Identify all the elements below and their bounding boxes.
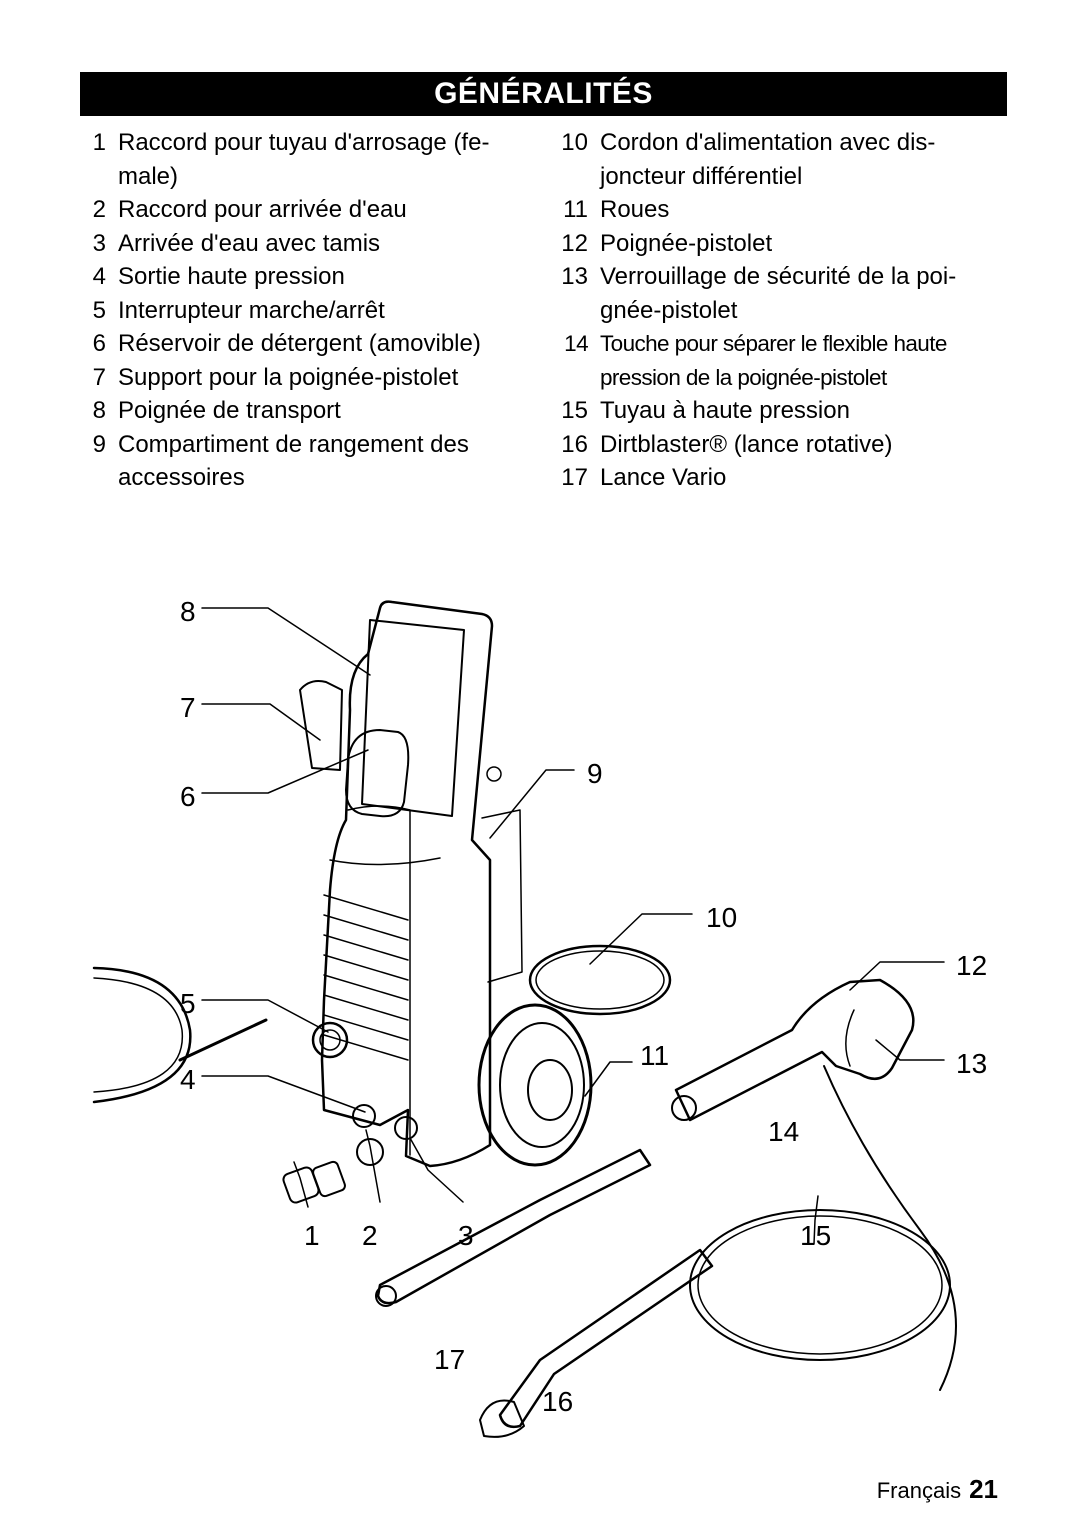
item-number: 4 bbox=[92, 263, 106, 290]
item-text: Interrupteur marche/arrêt bbox=[118, 296, 385, 324]
list-item: 5 Interrupteur marche/arrêt bbox=[80, 294, 520, 328]
item-text: Cordon d'alimentation avec dis-joncteur … bbox=[600, 129, 936, 190]
leader-lines bbox=[201, 607, 945, 1245]
item-text: Arrivée d'eau avec tamis bbox=[118, 229, 381, 257]
label-13: 13 bbox=[956, 1048, 988, 1079]
label-1: 1 bbox=[304, 1220, 320, 1251]
item-number: 13 bbox=[561, 263, 588, 290]
item-number: 10 bbox=[561, 129, 588, 156]
item-number: 17 bbox=[561, 464, 588, 491]
item-number: 3 bbox=[92, 229, 106, 257]
list-item: 1 Raccord pour tuyau d'arrosage (fe-male) bbox=[80, 126, 520, 193]
item-number: 11 bbox=[563, 196, 588, 223]
list-item: 6 Réservoir de détergent (amovible) bbox=[80, 327, 520, 361]
list-item: 9 Compartiment de rangement des accessoir… bbox=[80, 428, 520, 495]
item-number: 16 bbox=[561, 430, 588, 458]
list-item: 14 Touche pour séparer le flexible haute … bbox=[560, 327, 1005, 394]
label-4: 4 bbox=[180, 1064, 196, 1095]
page-number: 21 bbox=[969, 1474, 998, 1504]
pressure-washer-diagram: 8 7 6 5 4 9 10 12 11 13 14 1 2 3 15 17 1… bbox=[80, 590, 1010, 1450]
item-number: 5 bbox=[92, 296, 106, 324]
item-number: 15 bbox=[561, 397, 588, 424]
item-text: Raccord pour arrivée d'eau bbox=[118, 196, 407, 223]
item-number: 12 bbox=[561, 229, 588, 257]
item-number: 2 bbox=[92, 196, 106, 223]
washer-body bbox=[299, 600, 523, 1168]
list-item: 17 Lance Vario bbox=[560, 461, 1005, 495]
dirtblaster-lance bbox=[479, 1248, 714, 1438]
power-cord bbox=[528, 944, 672, 1016]
footer-language: Français bbox=[876, 1478, 962, 1503]
label-8: 8 bbox=[180, 596, 196, 627]
item-number: 9 bbox=[92, 430, 106, 458]
wheel bbox=[477, 1003, 593, 1167]
item-text: Dirtblaster® (lance rotative) bbox=[600, 430, 893, 458]
item-number: 14 bbox=[564, 331, 588, 356]
garden-hose bbox=[92, 966, 346, 1204]
label-12: 12 bbox=[956, 950, 988, 981]
page-title: GÉNÉRALITÉS bbox=[80, 72, 1007, 116]
list-item: 12 Poignée-pistolet bbox=[560, 227, 1005, 261]
item-number: 6 bbox=[92, 330, 106, 357]
list-item: 4 Sortie haute pression bbox=[80, 260, 520, 294]
item-text: Raccord pour tuyau d'arrosage (fe-male) bbox=[118, 129, 490, 190]
label-2: 2 bbox=[362, 1220, 378, 1251]
item-text: Poignée de transport bbox=[118, 397, 341, 424]
parts-list-left: 1 Raccord pour tuyau d'arrosage (fe-male)… bbox=[80, 126, 520, 495]
vario-lance bbox=[375, 1148, 652, 1307]
item-number: 8 bbox=[92, 397, 106, 424]
item-text: Touche pour séparer le flexible haute pr… bbox=[600, 331, 947, 390]
list-item: 8 Poignée de transport bbox=[80, 394, 520, 428]
item-number: 1 bbox=[92, 129, 106, 156]
label-9: 9 bbox=[587, 758, 603, 789]
label-10: 10 bbox=[706, 902, 738, 933]
page-footer: Français 21 bbox=[877, 1474, 998, 1505]
item-text: Tuyau à haute pression bbox=[600, 397, 850, 424]
item-text: Poignée-pistolet bbox=[600, 229, 773, 257]
list-item: 2 Raccord pour arrivée d'eau bbox=[80, 193, 520, 227]
item-text: Sortie haute pression bbox=[118, 263, 345, 290]
list-item: 15 Tuyau à haute pression bbox=[560, 394, 1005, 428]
list-item: 7 Support pour la poignée-pistolet bbox=[80, 361, 520, 395]
label-15: 15 bbox=[800, 1220, 832, 1251]
item-number: 7 bbox=[92, 363, 106, 391]
item-text: Compartiment de rangement des accessoire… bbox=[118, 430, 469, 492]
hose-coil bbox=[689, 1209, 951, 1361]
label-14: 14 bbox=[768, 1116, 800, 1147]
item-text: Support pour la poignée-pistolet bbox=[118, 363, 459, 391]
list-item: 16 Dirtblaster® (lance rotative) bbox=[560, 428, 1005, 462]
parts-list-right: 10 Cordon d'alimentation avec dis-joncteu… bbox=[560, 126, 1005, 495]
label-5: 5 bbox=[180, 988, 196, 1019]
spray-gun bbox=[671, 978, 957, 1391]
list-item: 10 Cordon d'alimentation avec dis-joncteu… bbox=[560, 126, 1005, 193]
item-text: Réservoir de détergent (amovible) bbox=[118, 330, 481, 357]
label-6: 6 bbox=[180, 781, 196, 812]
label-16: 16 bbox=[542, 1386, 574, 1417]
item-text: Lance Vario bbox=[600, 464, 727, 491]
label-3: 3 bbox=[458, 1220, 474, 1251]
item-text: Roues bbox=[600, 196, 670, 223]
label-11: 11 bbox=[640, 1040, 670, 1071]
list-item: 13 Verrouillage de sécurité de la poi-gné… bbox=[560, 260, 1005, 327]
list-item: 3 Arrivée d'eau avec tamis bbox=[80, 227, 520, 261]
list-item: 11 Roues bbox=[560, 193, 1005, 227]
label-17: 17 bbox=[434, 1344, 466, 1375]
diagram-illustration bbox=[92, 600, 957, 1438]
label-7: 7 bbox=[180, 692, 196, 723]
item-text: Verrouillage de sécurité de la poi-gnée-… bbox=[600, 263, 957, 324]
